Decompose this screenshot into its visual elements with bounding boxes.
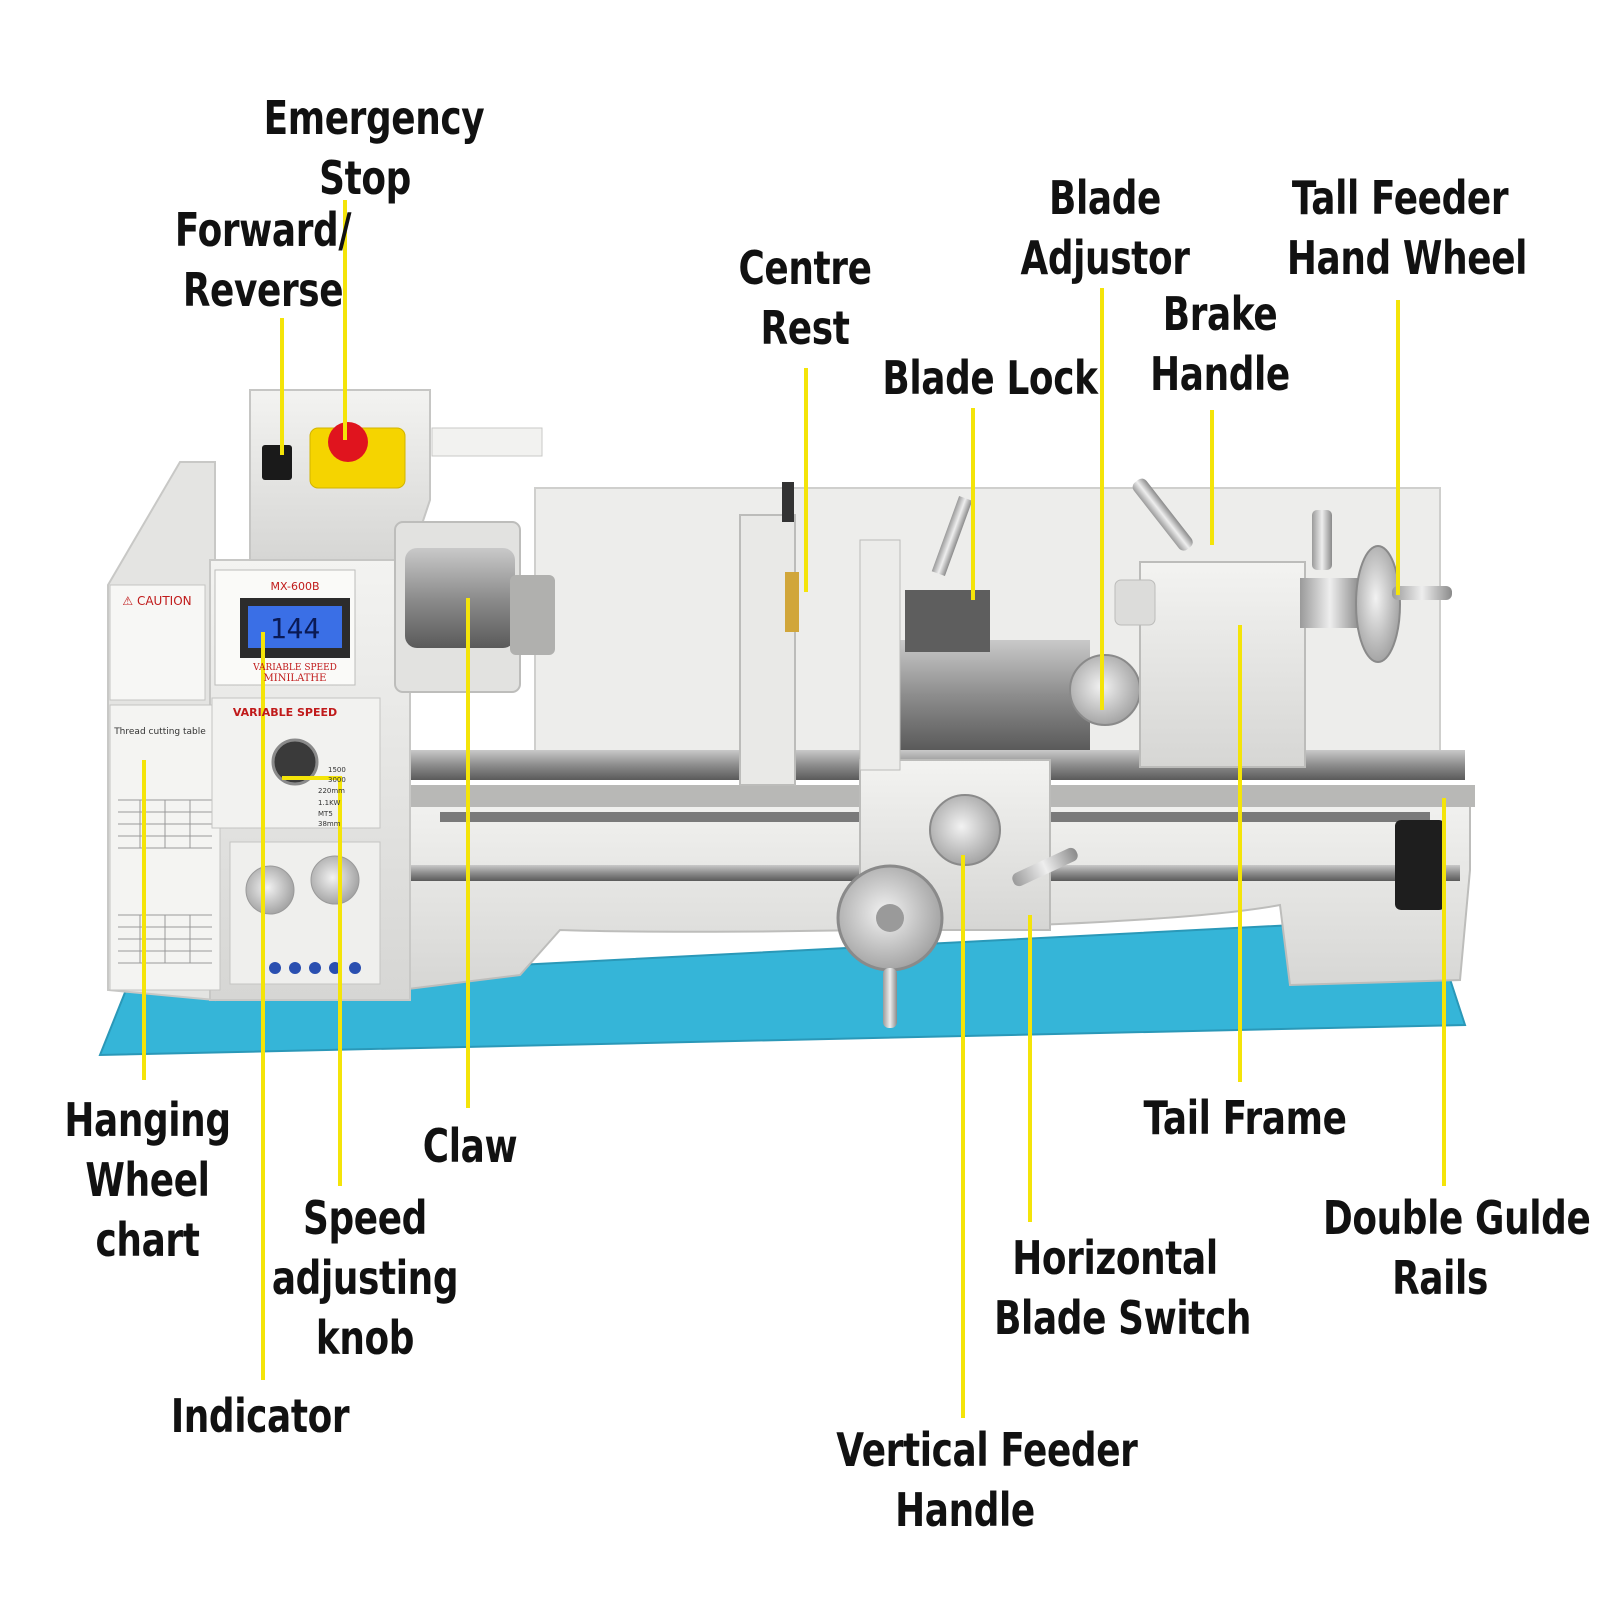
speed-spec-6: 38mm	[318, 820, 341, 828]
label-claw: Claw	[422, 1119, 518, 1173]
forward-reverse-switch	[262, 445, 292, 480]
label-forward-reverse: Forward/ Reverse	[174, 203, 352, 317]
label-tall-feeder-hand-wheel: Tall Feeder Hand Wheel	[1286, 171, 1528, 285]
gear-lever-right	[310, 855, 360, 905]
tailstock-quill	[1114, 579, 1156, 626]
centre-rest-frame	[739, 514, 796, 786]
badge-line2: MINILATHE	[264, 673, 327, 684]
variable-speed-text: VARIABLE SPEED	[233, 706, 337, 719]
tailstock-lock-post	[1312, 510, 1332, 570]
gear-lever-panel	[229, 841, 381, 985]
leader-speed-knob	[282, 776, 342, 1186]
label-indicator: Indicator	[170, 1389, 350, 1443]
thread-table-grid	[118, 799, 212, 964]
cross-slide	[900, 640, 1090, 750]
speed-spec-4: 1.1KW	[318, 799, 340, 807]
leader-lines	[142, 200, 1446, 1418]
apron-handwheel-hub	[876, 904, 904, 932]
label-brake-handle: Brake Handle	[1150, 287, 1290, 401]
tailstock-handwheel	[1355, 545, 1401, 663]
tailstock-body	[1139, 561, 1306, 768]
tailstock-barrel	[1300, 578, 1360, 628]
apron-handwheel-handle	[883, 968, 897, 1028]
thread-table-text: Thread cutting table	[113, 727, 206, 737]
caution-text: ⚠ CAUTION	[122, 594, 191, 608]
label-hanging-wheel-chart: Hanging Wheel chart	[64, 1093, 231, 1267]
speed-knob	[271, 738, 319, 786]
speed-spec-1: 1500	[328, 766, 346, 774]
tool-post-column	[859, 539, 901, 771]
label-blade-adjustor: Blade Adjustor	[1020, 171, 1190, 285]
blade-adjustor-wheel	[1069, 654, 1141, 726]
speed-spec-5: MT5	[318, 810, 333, 818]
lead-screw-end-block	[1395, 820, 1445, 910]
speed-spec-3: 220mm	[318, 787, 345, 795]
tool-post	[905, 590, 990, 652]
centre-rest-screw	[782, 482, 794, 522]
blade-lock-lever	[931, 496, 973, 576]
warning-label	[431, 427, 543, 457]
label-double-guide-rails: Double Gulde Rails	[1323, 1191, 1591, 1305]
label-tail-frame: Tail Frame	[1143, 1091, 1347, 1145]
label-horizontal-blade-switch: Horizontal Blade Switch	[994, 1231, 1252, 1345]
chuck	[405, 548, 515, 648]
label-emergency-stop: Emergency Stop	[263, 91, 485, 205]
tailstock-handwheel-handle	[1392, 586, 1452, 600]
base-plate	[98, 916, 1467, 1057]
badge-line1: VARIABLE SPEED	[252, 663, 337, 673]
label-vertical-feeder-handle: Vertical Feeder Handle	[836, 1423, 1138, 1537]
cross-feed-wheel	[929, 794, 1001, 866]
chuck-jaw	[510, 575, 555, 655]
gear-lever-left	[245, 865, 295, 915]
centre-rest-brass	[785, 572, 799, 632]
label-speed-adjusting-knob: Speed adjusting knob	[271, 1191, 459, 1365]
caution-panel	[109, 584, 206, 701]
speed-spec-2: 3000	[328, 776, 346, 784]
model-text: MX-600B	[271, 580, 320, 593]
brake-handle-lever	[1132, 478, 1193, 551]
horizontal-blade-lever	[1012, 847, 1078, 887]
lcd-readout: 144	[270, 612, 321, 645]
label-centre-rest: Centre Rest	[738, 241, 872, 355]
emergency-stop-button	[328, 422, 368, 462]
label-blade-lock: Blade Lock	[882, 351, 1098, 405]
